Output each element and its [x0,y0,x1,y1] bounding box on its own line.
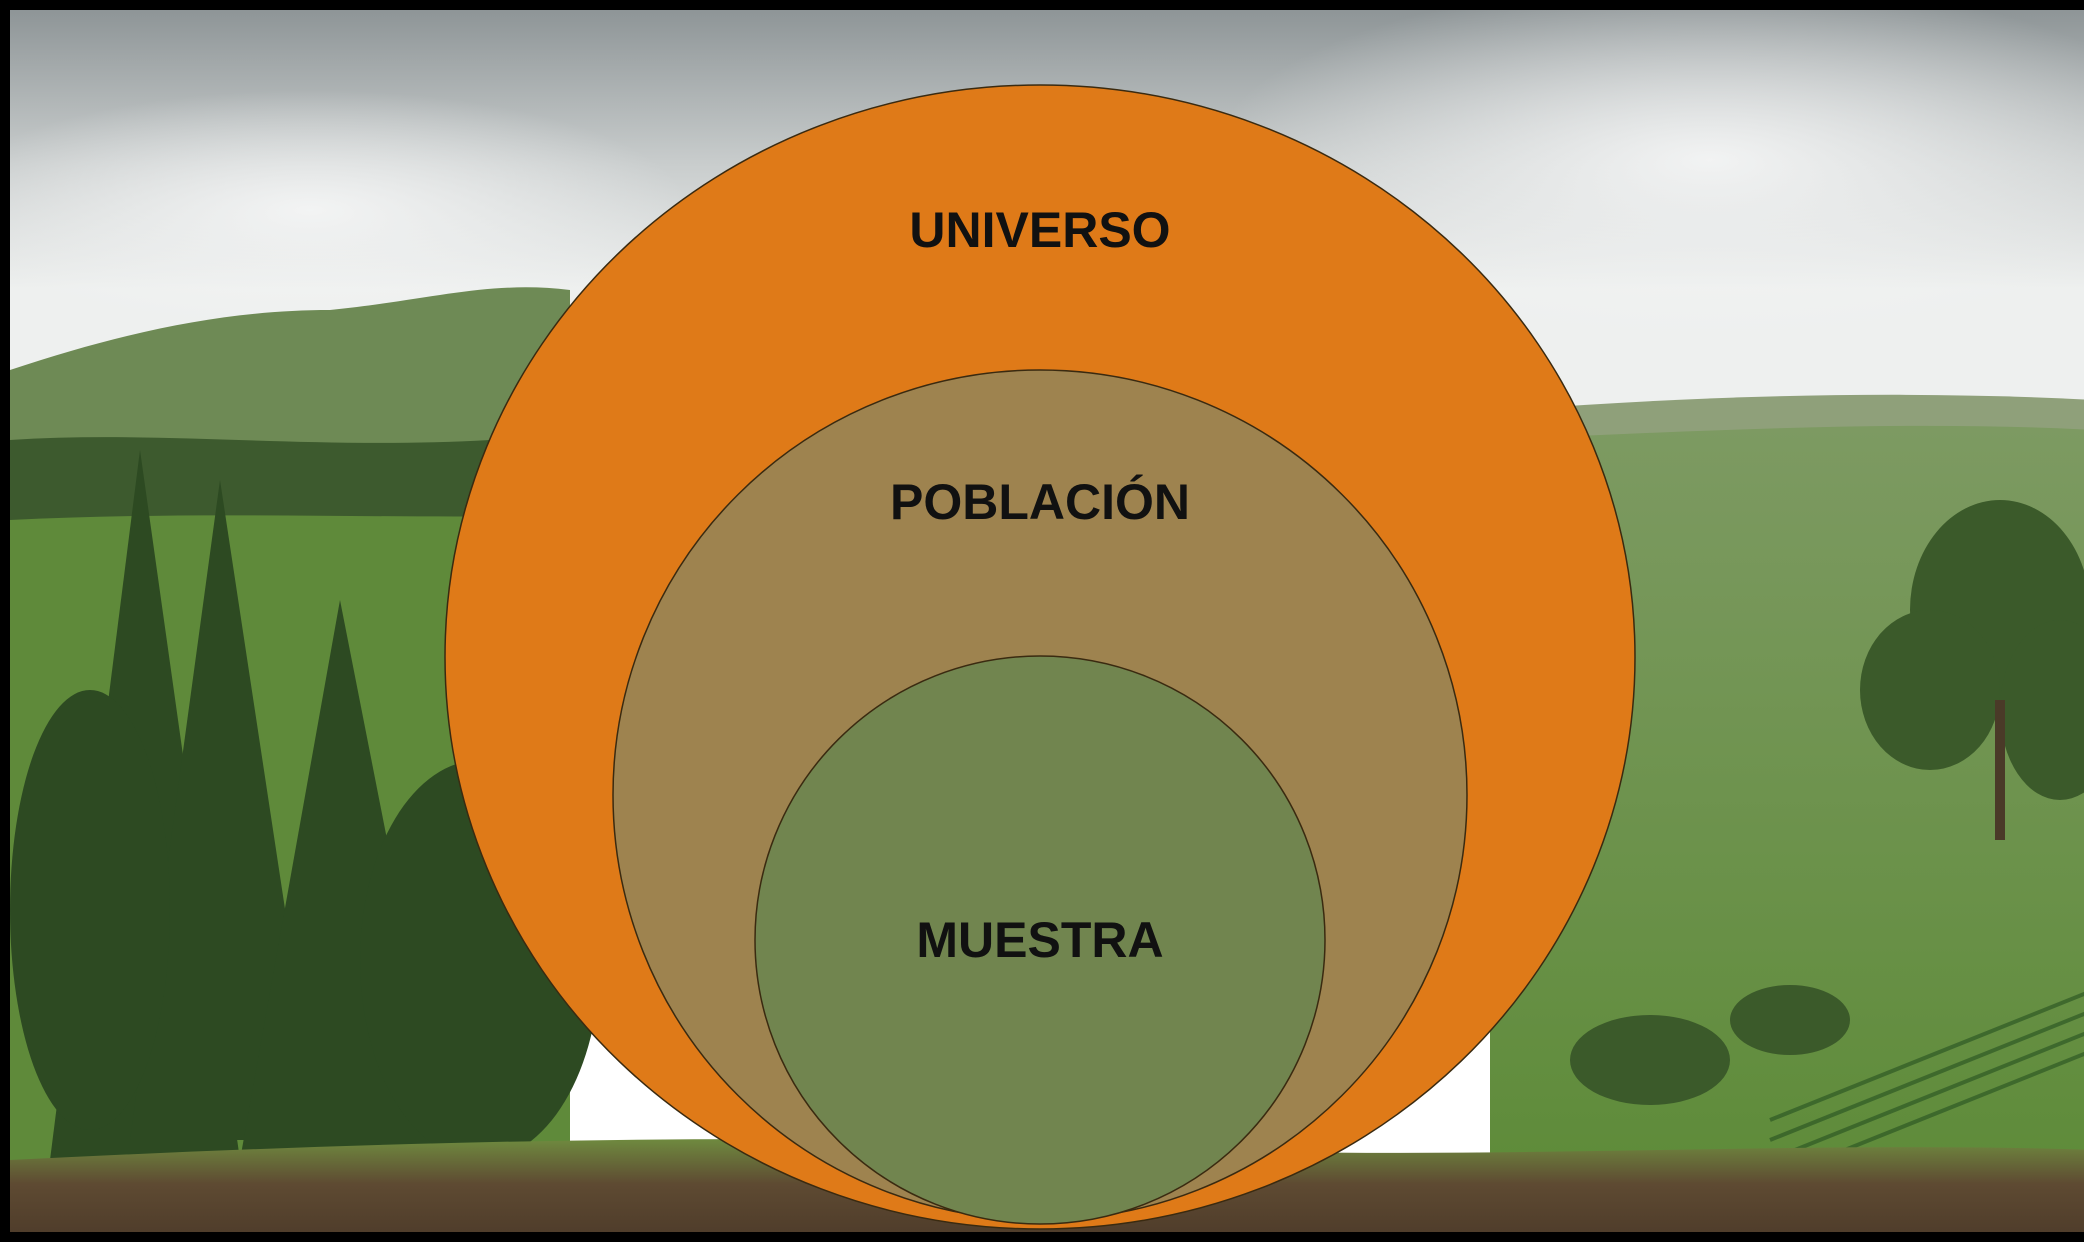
nested-circles-diagram: UNIVERSO POBLACIÓN MUESTRA [444,84,1636,1230]
cloud [10,90,690,330]
universo-label: UNIVERSO [909,202,1170,258]
poblacion-label: POBLACIÓN [890,474,1190,530]
muestra-label: MUESTRA [916,912,1163,968]
pine-trees-left [10,450,600,1160]
hill-left-dark [10,437,570,530]
trees-right [1570,500,2084,1105]
muestra-circle [754,655,1326,1225]
